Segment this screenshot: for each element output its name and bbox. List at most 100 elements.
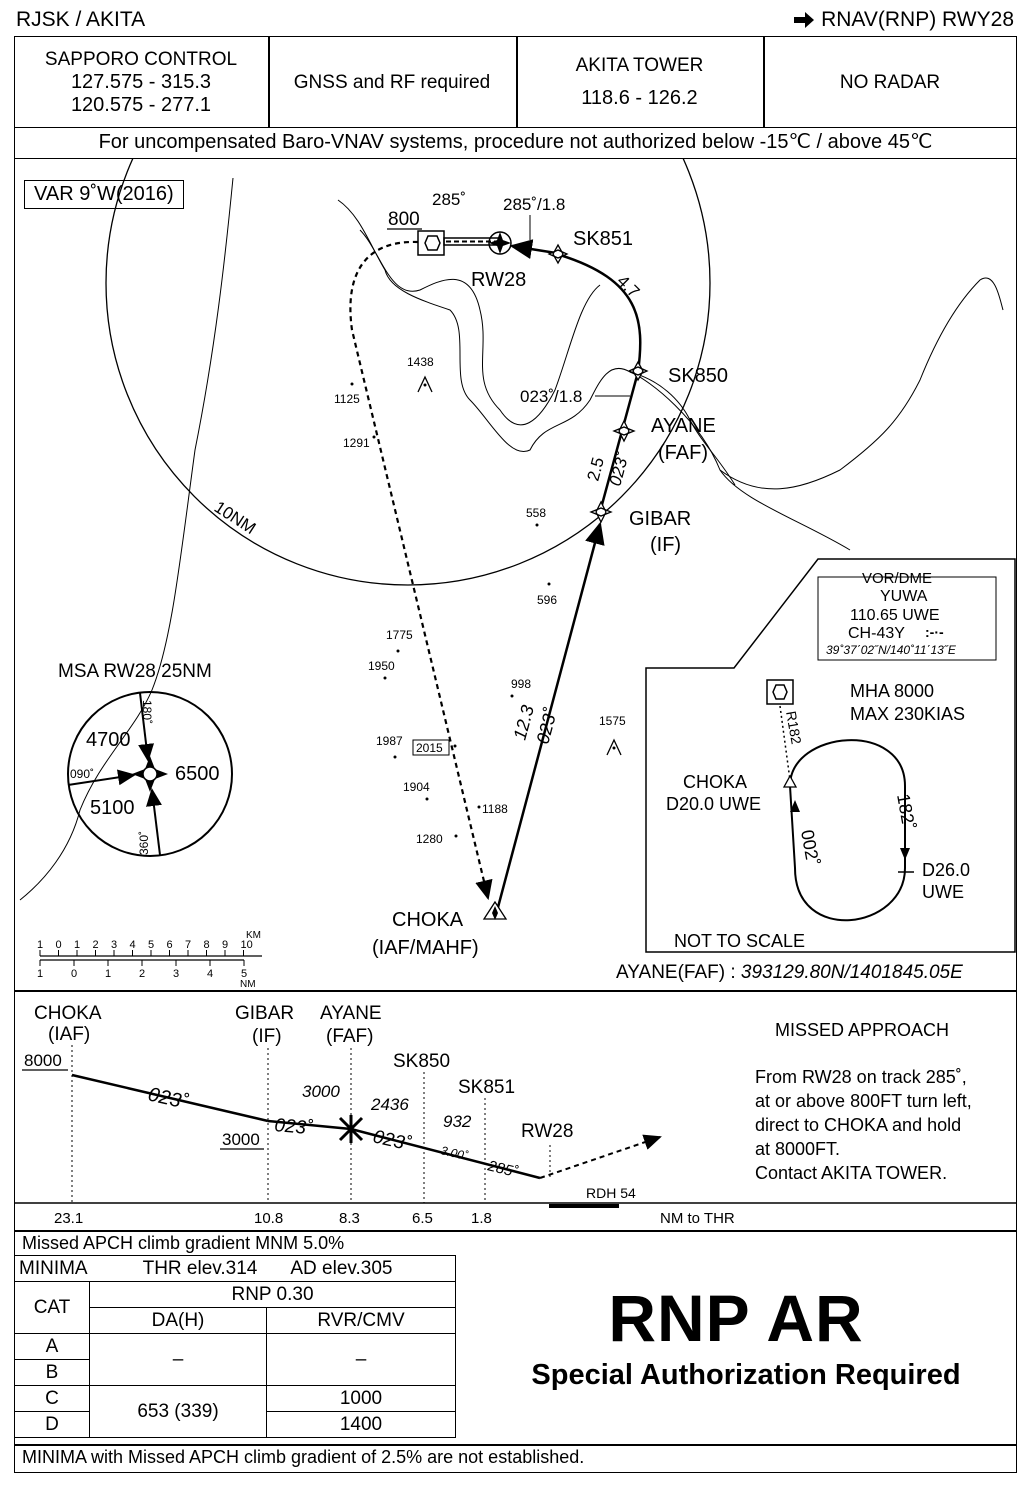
alt-3000-faf: 3000 <box>302 1082 340 1101</box>
sapporo-freq-1: 127.575 - 315.3 <box>70 70 212 93</box>
msa-circle <box>67 691 233 857</box>
scale-nm-label: NM <box>240 979 256 990</box>
sapporo-control-cell: SAPPORO CONTROL 127.575 - 315.3 120.575 … <box>14 38 268 126</box>
ayane-coord-label: AYANE(FAF) : <box>616 962 741 983</box>
elev-1950: 1950 <box>368 659 395 673</box>
ad-elev: AD elev.305 <box>290 1257 393 1279</box>
dist-10-8: 10.8 <box>254 1210 283 1227</box>
msa-6500: 6500 <box>175 763 220 785</box>
holding-pattern <box>788 739 906 922</box>
chart-frame <box>14 36 1017 1473</box>
divider <box>14 1230 1017 1232</box>
elev-596: 596 <box>537 593 557 607</box>
ayane-coordinate: AYANE(FAF) : 393129.80N/1401845.05E <box>616 962 963 984</box>
rw28-label: RW28 <box>471 269 526 291</box>
vor-icon <box>417 230 445 256</box>
dist-8-3: 8.3 <box>339 1210 360 1227</box>
missed-line-1: From RW28 on track 285˚, <box>755 1067 967 1087</box>
scale-nm-label: 3 <box>173 968 179 980</box>
alt-932: 932 <box>443 1112 472 1131</box>
crs-1: 023˚ <box>146 1083 190 1114</box>
scale-nm-label: 4 <box>207 968 213 980</box>
scale-nm-label: 1 <box>105 968 111 980</box>
procedure-name: RNAV(RNP) RWY28 <box>821 8 1014 31</box>
cat-b: B <box>14 1359 90 1386</box>
cat-header: CAT <box>14 1281 90 1334</box>
morse-code: :-·- <box>925 624 944 640</box>
elev-1438: 1438 <box>407 355 434 369</box>
divider <box>763 36 765 127</box>
radar-cell: NO RADAR <box>839 71 941 93</box>
waypoint-rw28-icon <box>488 231 512 255</box>
dist-1-8: 1.8 <box>471 1210 492 1227</box>
elev-2015: 2015 <box>416 741 443 755</box>
procedure-title: RNAV(RNP) RWY28 <box>793 8 1014 32</box>
scale-km-label: 7 <box>185 939 191 951</box>
gibar-label: GIBAR <box>629 508 691 530</box>
ab-da: – <box>89 1333 267 1386</box>
dist-6-5: 6.5 <box>412 1210 433 1227</box>
elev-1280: 1280 <box>416 832 443 846</box>
alt-2436: 2436 <box>370 1095 409 1114</box>
waypoint-choka-icon <box>482 900 508 920</box>
not-to-scale: NOT TO SCALE <box>674 931 805 951</box>
elev-1188: 1188 <box>482 802 508 816</box>
elev-1125: 1125 <box>334 392 360 406</box>
ayane-faf: (FAF) <box>658 442 708 464</box>
river <box>337 199 851 551</box>
sk851-label: SK851 <box>573 228 633 250</box>
mha: MHA 8000 <box>850 681 934 701</box>
missed-line-5: Contact AKITA TOWER. <box>755 1163 947 1183</box>
sapporo-name: SAPPORO CONTROL <box>44 48 238 70</box>
dist-23-1: 23.1 <box>54 1210 83 1227</box>
scale-km-label: 9 <box>222 939 228 951</box>
right-arrow-icon <box>794 12 815 28</box>
course-023-dist: 023˚/1.8 <box>520 387 582 406</box>
vor-name: YUWA <box>880 588 928 605</box>
profile-gibar-role: (IF) <box>252 1026 282 1047</box>
sapporo-freq-2: 120.575 - 277.1 <box>70 93 212 116</box>
coastline <box>19 177 234 901</box>
scale-km-label: 4 <box>130 939 136 951</box>
approach-leg <box>495 521 605 912</box>
cat-c: C <box>14 1385 90 1412</box>
rnp-ar-title: RNP AR <box>608 1281 864 1355</box>
missed-line-3: direct to CHOKA and hold <box>755 1115 961 1135</box>
cat-d: D <box>14 1411 90 1438</box>
scale-nm-label: 5 <box>241 968 247 980</box>
da-header: DA(H) <box>89 1307 267 1334</box>
dist-4-7: 4.7 <box>613 271 643 301</box>
scale-km-label: KM <box>246 930 261 941</box>
missed-line-4: at 8000FT. <box>755 1139 840 1159</box>
msa-360: 360˚ <box>137 831 151 855</box>
hold-choka-dme: D20.0 UWE <box>666 794 761 814</box>
profile-choka: CHOKA <box>34 1003 102 1024</box>
max-speed: MAX 230KIAS <box>850 704 965 724</box>
divider <box>14 1444 1017 1446</box>
msa-title: MSA RW28 25NM <box>58 661 212 682</box>
vor-freq: 110.65 UWE <box>850 607 940 624</box>
choka-label: CHOKA <box>392 909 464 931</box>
choka-role: (IAF/MAHF) <box>372 937 479 959</box>
airport-title: RJSK / AKITA <box>16 8 146 31</box>
profile-ayane: AYANE <box>320 1003 382 1024</box>
waypoint-sk851-icon <box>547 243 569 265</box>
alt-800: 800 <box>388 209 420 230</box>
missed-line-2: at or above 800FT turn left, <box>755 1091 972 1111</box>
course-285-dist: 285˚/1.8 <box>503 195 565 214</box>
cat-a: A <box>14 1333 90 1360</box>
elev-1775: 1775 <box>386 628 413 642</box>
elev-1575: 1575 <box>599 714 626 728</box>
divider <box>14 990 1017 992</box>
hold-d26: D26.0 <box>922 860 970 880</box>
missed-approach-path <box>349 240 493 901</box>
msa-4700: 4700 <box>86 729 131 751</box>
rvr-header: RVR/CMV <box>266 1307 456 1334</box>
scale-km-label: 1 <box>74 939 80 951</box>
scale-km-label: 2 <box>93 939 99 951</box>
baro-vnav-note: For uncompensated Baro-VNAV systems, pro… <box>14 127 1017 159</box>
elev-558: 558 <box>526 506 546 520</box>
range-ring-label: 10NM <box>211 497 259 538</box>
